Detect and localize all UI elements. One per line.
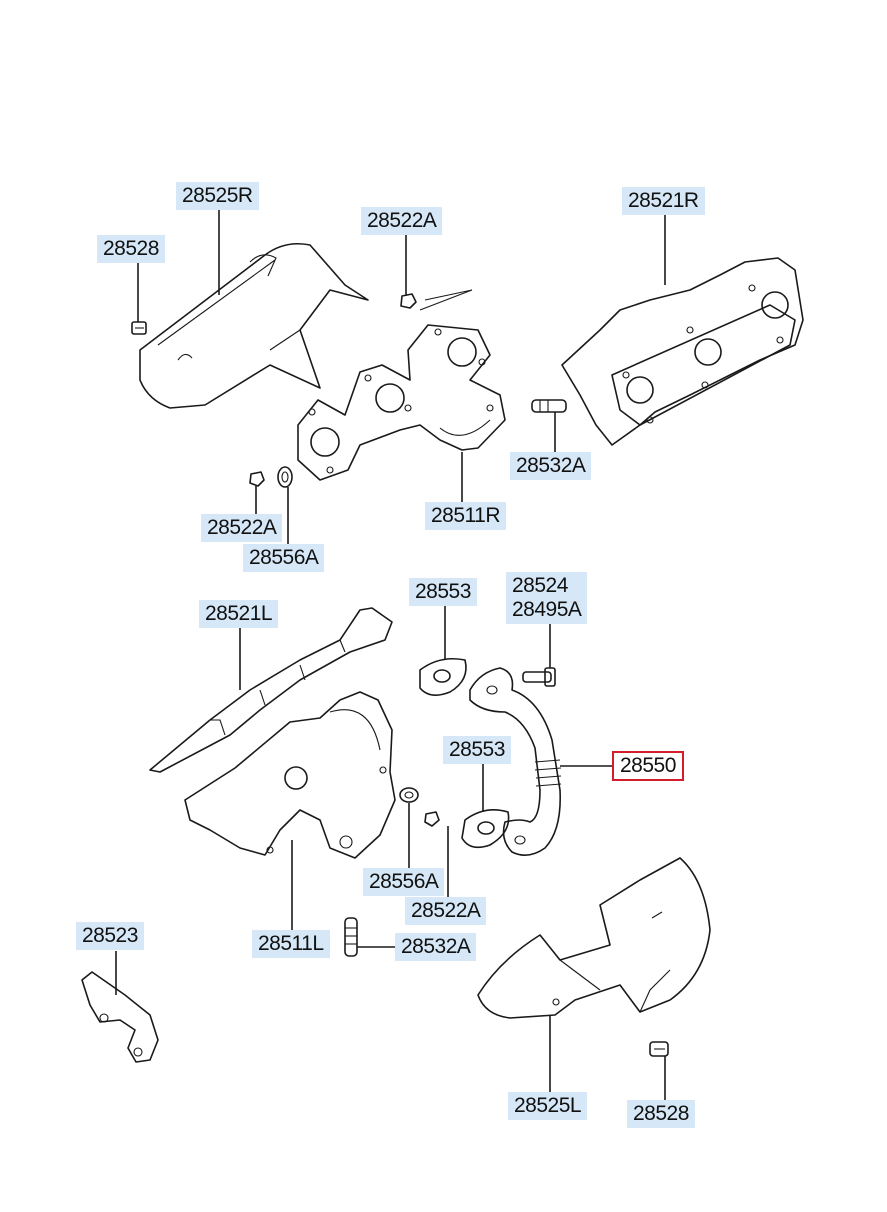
stud-top — [531, 399, 567, 413]
nut-top — [400, 293, 417, 309]
label-28522A-bottom[interactable]: 28522A — [405, 897, 487, 925]
label-28522A-top[interactable]: 28522A — [361, 207, 443, 235]
label-28553-mid[interactable]: 28553 — [443, 736, 511, 764]
label-28556A-top[interactable]: 28556A — [243, 544, 325, 572]
egr-gasket-bottom — [461, 809, 510, 849]
egr-bolt — [522, 667, 556, 687]
label-28528-bottom[interactable]: 28528 — [627, 1100, 695, 1128]
bolt-top-left — [131, 321, 147, 335]
label-28523[interactable]: 28523 — [76, 922, 144, 950]
leader-lines — [115, 207, 666, 1100]
bracket — [81, 971, 159, 1063]
exhaust-manifold-right — [297, 289, 506, 481]
label-28521R[interactable]: 28521R — [622, 187, 705, 215]
nut-washer-mid — [249, 466, 293, 488]
label-28532A-bottom[interactable]: 28532A — [395, 933, 477, 961]
label-28521L[interactable]: 28521L — [199, 600, 279, 628]
gasket-left — [149, 607, 393, 773]
gasket-right — [561, 257, 804, 446]
exhaust-manifold-left — [184, 691, 396, 859]
label-28524-28495A[interactable]: 28524 28495A — [506, 572, 588, 624]
heat-protector-right — [139, 242, 369, 409]
label-28532A-top[interactable]: 28532A — [510, 452, 592, 480]
label-28550-highlighted[interactable]: 28550 — [612, 751, 684, 781]
label-28511L[interactable]: 28511L — [252, 930, 330, 958]
nut-washer-bottom — [399, 787, 440, 827]
label-28525R[interactable]: 28525R — [176, 182, 259, 210]
label-28495A: 28495A — [512, 598, 582, 621]
label-28522A-mid[interactable]: 28522A — [201, 514, 283, 542]
stud-bottom — [344, 917, 358, 957]
label-28556A-bottom[interactable]: 28556A — [363, 868, 445, 896]
egr-pipe — [469, 667, 562, 856]
heat-protector-left — [477, 857, 711, 1019]
label-28528-top[interactable]: 28528 — [97, 235, 165, 263]
label-28511R[interactable]: 28511R — [425, 502, 507, 530]
label-28525L[interactable]: 28525L — [508, 1092, 588, 1120]
egr-gasket-top — [419, 657, 467, 696]
bolt-bottom-right — [649, 1041, 669, 1057]
label-28553-top[interactable]: 28553 — [409, 578, 477, 606]
label-28524: 28524 — [512, 574, 568, 597]
